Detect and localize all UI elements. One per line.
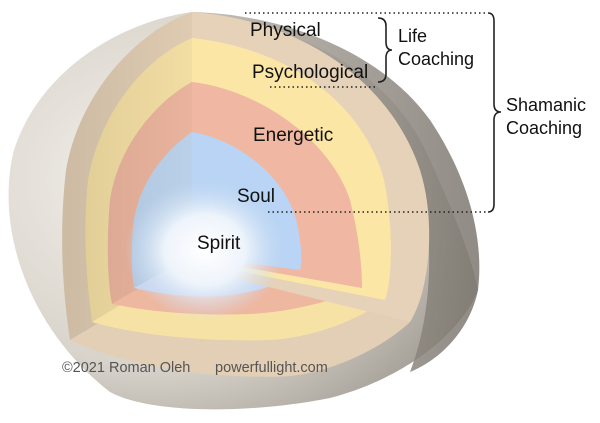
shamanic-coaching-line1: Shamanic — [506, 95, 586, 115]
shamanic-coaching-line2: Coaching — [506, 118, 582, 138]
physical-label: Physical — [250, 20, 321, 41]
sphere-rim — [192, 12, 480, 372]
soul-label: Soul — [237, 186, 275, 207]
energetic-label: Energetic — [253, 125, 333, 146]
spirit-label: Spirit — [197, 233, 241, 254]
copyright-text: ©2021 Roman Oleh — [62, 360, 190, 376]
psychological-label: Psychological — [252, 62, 368, 83]
website-text: powerfullight.com — [215, 360, 328, 376]
life-coaching-bracket — [377, 17, 393, 83]
life-coaching-line2: Coaching — [398, 49, 474, 69]
life-coaching-line1: Life — [398, 26, 427, 46]
guide-lines — [245, 12, 488, 213]
shamanic-coaching-bracket — [487, 12, 502, 213]
spirit-glow — [125, 180, 285, 320]
